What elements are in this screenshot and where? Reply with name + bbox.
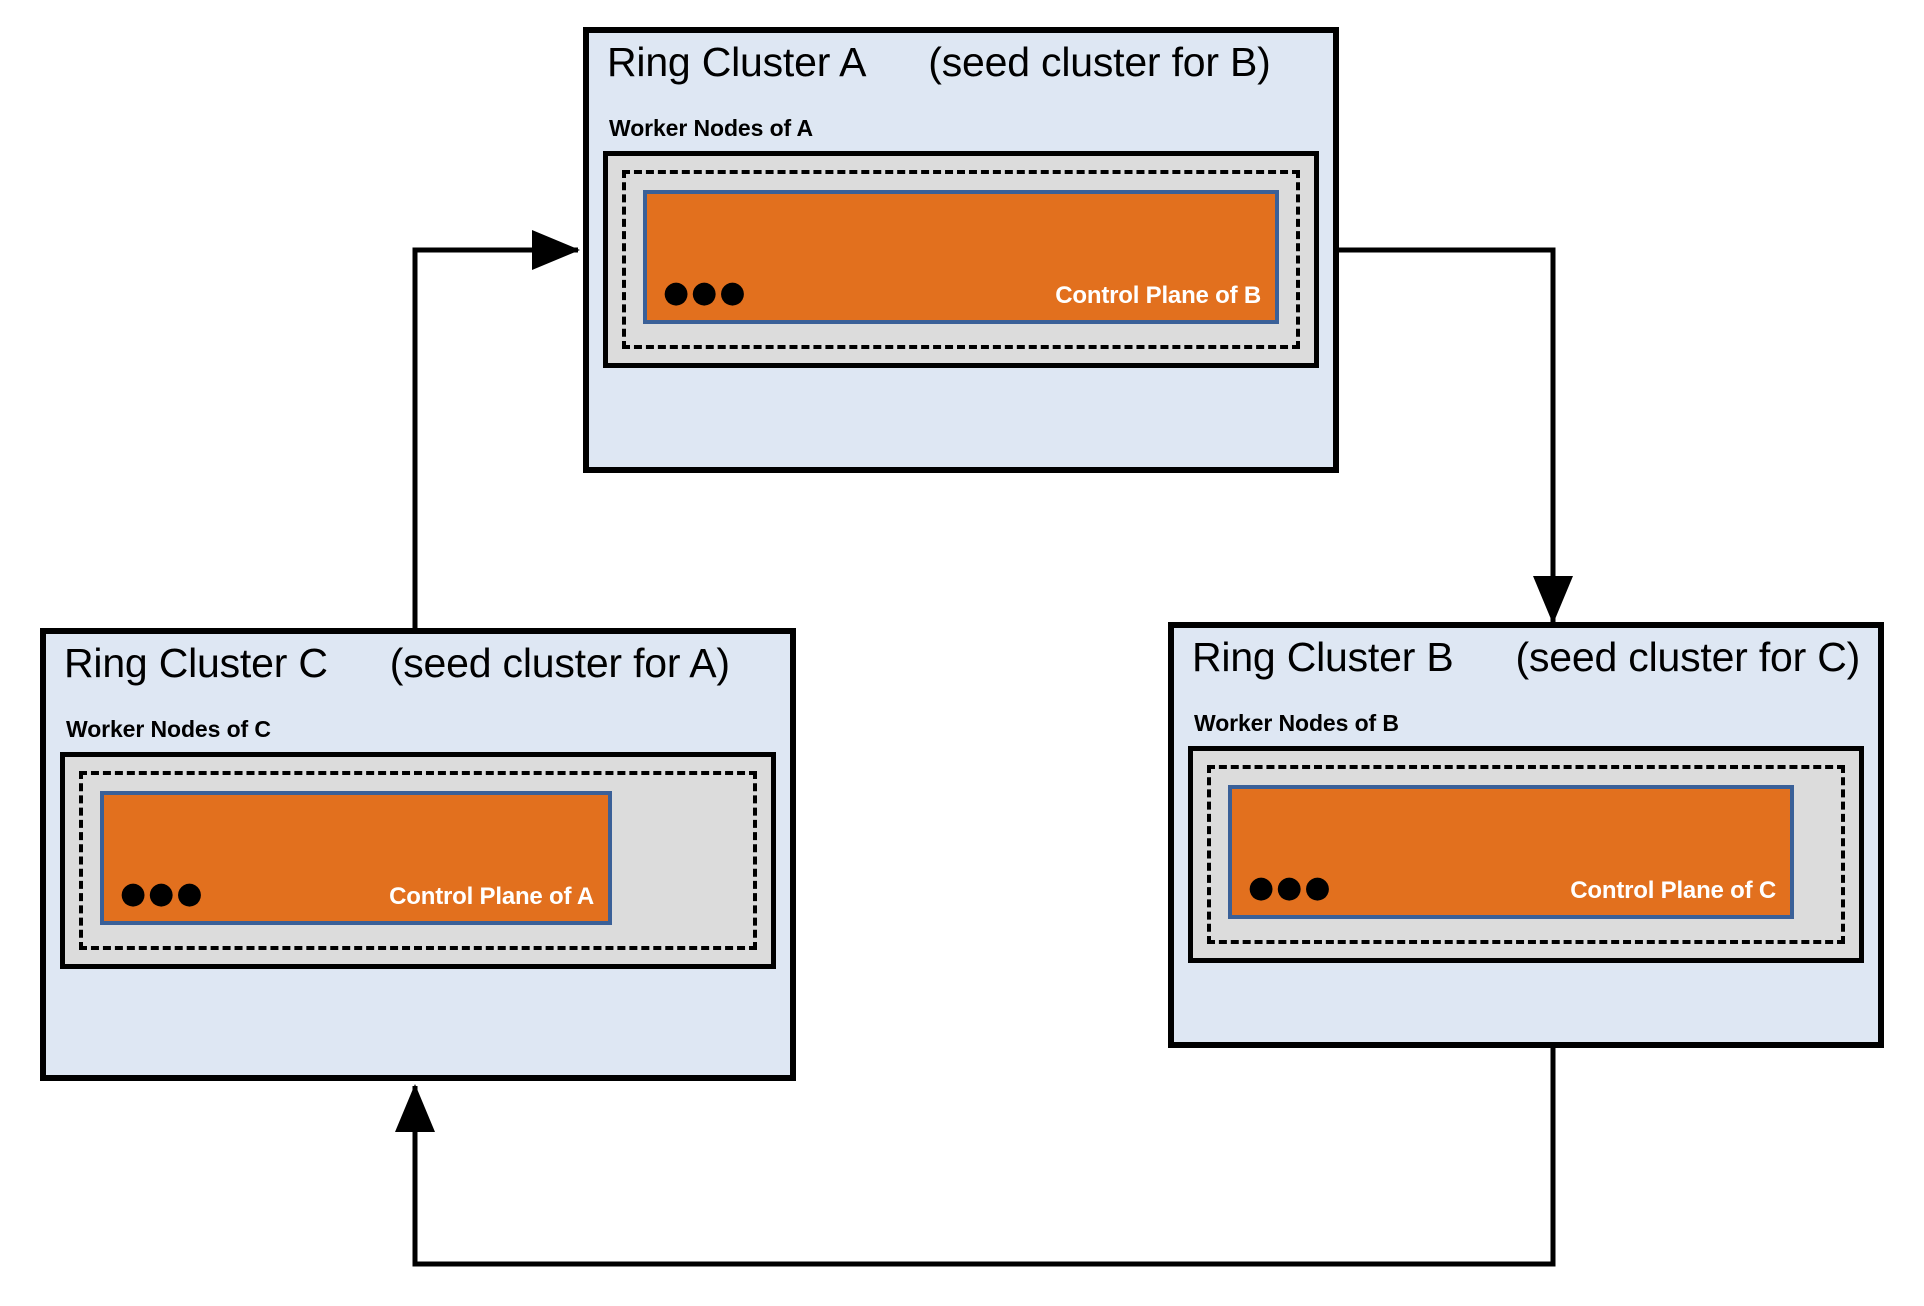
cluster-a-worker-node-box[interactable]: ●●● Control Plane of B [603, 151, 1319, 368]
cluster-a-title: Ring Cluster A (seed cluster for B) [607, 39, 1271, 86]
cluster-c-control-plane[interactable]: ●●● Control Plane of A [100, 791, 612, 925]
cluster-c-title-main: Ring Cluster C [64, 640, 328, 686]
cluster-c-worker-node-box[interactable]: ●●● Control Plane of A [60, 752, 776, 969]
cluster-b-control-plane[interactable]: ●●● Control Plane of C [1228, 785, 1794, 919]
cluster-a-node-dashed-boundary [622, 170, 1300, 349]
cluster-c-worker-label: Worker Nodes of C [66, 716, 271, 742]
cluster-a-title-main: Ring Cluster A [607, 39, 867, 85]
cluster-c[interactable]: Ring Cluster C (seed cluster for A) Work… [40, 628, 796, 1081]
arrow-a-to-b [1339, 247, 1573, 625]
cluster-c-control-plane-label: Control Plane of A [389, 883, 594, 910]
cluster-c-ellipsis-icon: ●●● [120, 876, 205, 911]
cluster-b-title-main: Ring Cluster B [1192, 634, 1454, 680]
cluster-a-ellipsis-icon: ●●● [663, 275, 748, 310]
cluster-a-control-plane-label: Control Plane of B [1055, 282, 1261, 309]
cluster-b-worker-label: Worker Nodes of B [1194, 710, 1399, 736]
cluster-b-worker-node-box[interactable]: ●●● Control Plane of C [1188, 746, 1864, 963]
cluster-b-title: Ring Cluster B (seed cluster for C) [1192, 634, 1860, 681]
cluster-b[interactable]: Ring Cluster B (seed cluster for C) Work… [1168, 622, 1884, 1048]
cluster-c-node-dashed-boundary [79, 771, 757, 950]
cluster-a-seed-note: (seed cluster for B) [928, 39, 1271, 85]
cluster-b-node-dashed-boundary [1207, 765, 1845, 944]
cluster-c-seed-note: (seed cluster for A) [389, 640, 730, 686]
cluster-a-control-plane[interactable]: ●●● Control Plane of B [643, 190, 1279, 324]
cluster-b-seed-note: (seed cluster for C) [1515, 634, 1861, 680]
arrow-c-to-a [412, 230, 581, 628]
cluster-b-ellipsis-icon: ●●● [1248, 870, 1333, 905]
cluster-a-worker-label: Worker Nodes of A [609, 115, 814, 141]
cluster-b-control-plane-label: Control Plane of C [1570, 877, 1776, 904]
cluster-c-title: Ring Cluster C (seed cluster for A) [64, 640, 730, 687]
cluster-a[interactable]: Ring Cluster A (seed cluster for B) Work… [583, 27, 1339, 473]
